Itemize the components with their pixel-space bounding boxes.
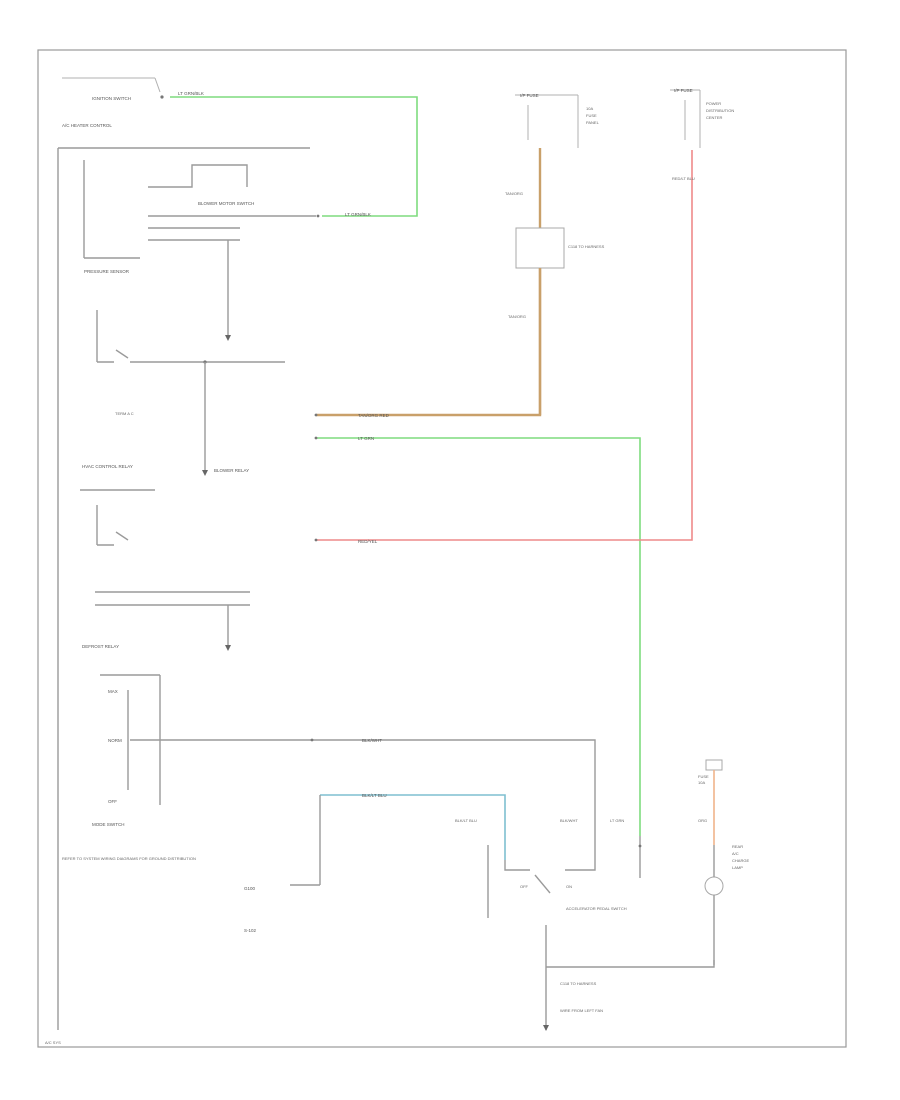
wire-black-mode [130,739,596,855]
svg-text:PANEL: PANEL [586,120,600,125]
wire-black-label: BLK/WHT [362,738,382,743]
page-tag: A/C SYS [45,1040,61,1045]
pressure-sensor-label: PRESSURE SENSOR [84,269,130,274]
blower-relay-label: BLOWER RELAY [214,468,249,473]
svg-text:CENTER: CENTER [706,115,723,120]
wire-green-mid-label: LT GRN [358,436,374,441]
accel-switch-label: ACCELERATOR PEDAL SWITCH [566,906,627,911]
wire-ignition-green [170,96,418,217]
connector-c1-label: C118 TO HARNESS [568,244,605,249]
lamp-label-2: A/C [732,851,739,856]
blower-switch-label: BLOWER MOTOR SWITCH [198,201,254,206]
svg-text:10A: 10A [698,780,705,785]
wire-tan-mid-top-label: TAN/ORG [508,314,526,319]
ground-note: REFER TO SYSTEM WIRING DIAGRAMS FOR GROU… [62,856,196,861]
connector-c1-box [515,227,565,269]
mode-pos-norm: NORM [108,738,122,743]
relay-contact-a: TERM A C [115,411,134,416]
wire-tan-mid [316,255,542,417]
wire-tan-mid-label: TAN/ORG RED [358,413,390,418]
mode-pos-off: OFF [108,799,117,804]
wire-blk-lt-blu-bot-label: BLK/LT BLU [455,818,477,823]
accel-switch-blade [534,874,551,894]
fuse-body [705,759,723,771]
wire-red-mid-label: RED/YEL [358,539,378,544]
wire-lt-grn-bot-label: LT GRN [610,818,624,823]
ignition-wire-label: LT GRN/BLK [178,91,204,96]
wire-red-mid [316,150,693,541]
hvac-relay-label: HVAC CONTROL RELAY [82,464,133,469]
wire-green-mid [316,437,641,836]
switch-pos-off: OFF [520,884,529,889]
svg-text:POWER: POWER [706,101,721,106]
lamp-label-4: LAMP [732,865,743,870]
wire-blk-wht-bot-label: BLK/WHT [560,818,578,823]
ignition-switch-label: IGNITION SWITCH [92,96,131,101]
wire-teal [320,794,506,860]
splice-label: S-102 [244,928,257,933]
wire-teal-label: BLK/LT BLU [362,793,387,798]
switch-pos-on: ON [566,884,572,889]
wire-tan-top-label: TAN/ORG [505,191,523,196]
wire-red-top-label: RED/LT BLU [672,176,695,181]
defrost-relay-label: DEFROST RELAY [82,644,119,649]
svg-text:10A: 10A [586,106,593,111]
ground-g100: G100 [244,886,256,891]
diagram-frame [37,49,847,1048]
mode-switch-label: MODE SWITCH [92,822,125,827]
svg-text:DISTRIBUTION: DISTRIBUTION [706,108,734,113]
blower-wire-label: LT GRN/BLK [345,212,371,217]
fuse-panel-1-title: I/P FUSE [520,93,539,98]
conn-c3-label: WIRE FROM LEFT FAN [560,1008,603,1013]
conn-c2-label: C118 TO HARNESS [560,981,597,986]
svg-text:FUSE: FUSE [698,774,709,779]
ac-heater-control-label: A/C HEATER CONTROL [62,123,112,128]
mode-pos-max: MAX [108,689,118,694]
ignition-switch-node [160,95,164,99]
lamp-label-1: REAR [732,844,743,849]
svg-text:FUSE: FUSE [586,113,597,118]
fuse-panel-2-title: I/P FUSE [674,88,693,93]
lamp-label-3: CHARGE [732,858,749,863]
wire-org-label: ORG [698,818,707,823]
lamp-bulb [704,876,724,896]
blower-switch-symbol [148,164,248,188]
